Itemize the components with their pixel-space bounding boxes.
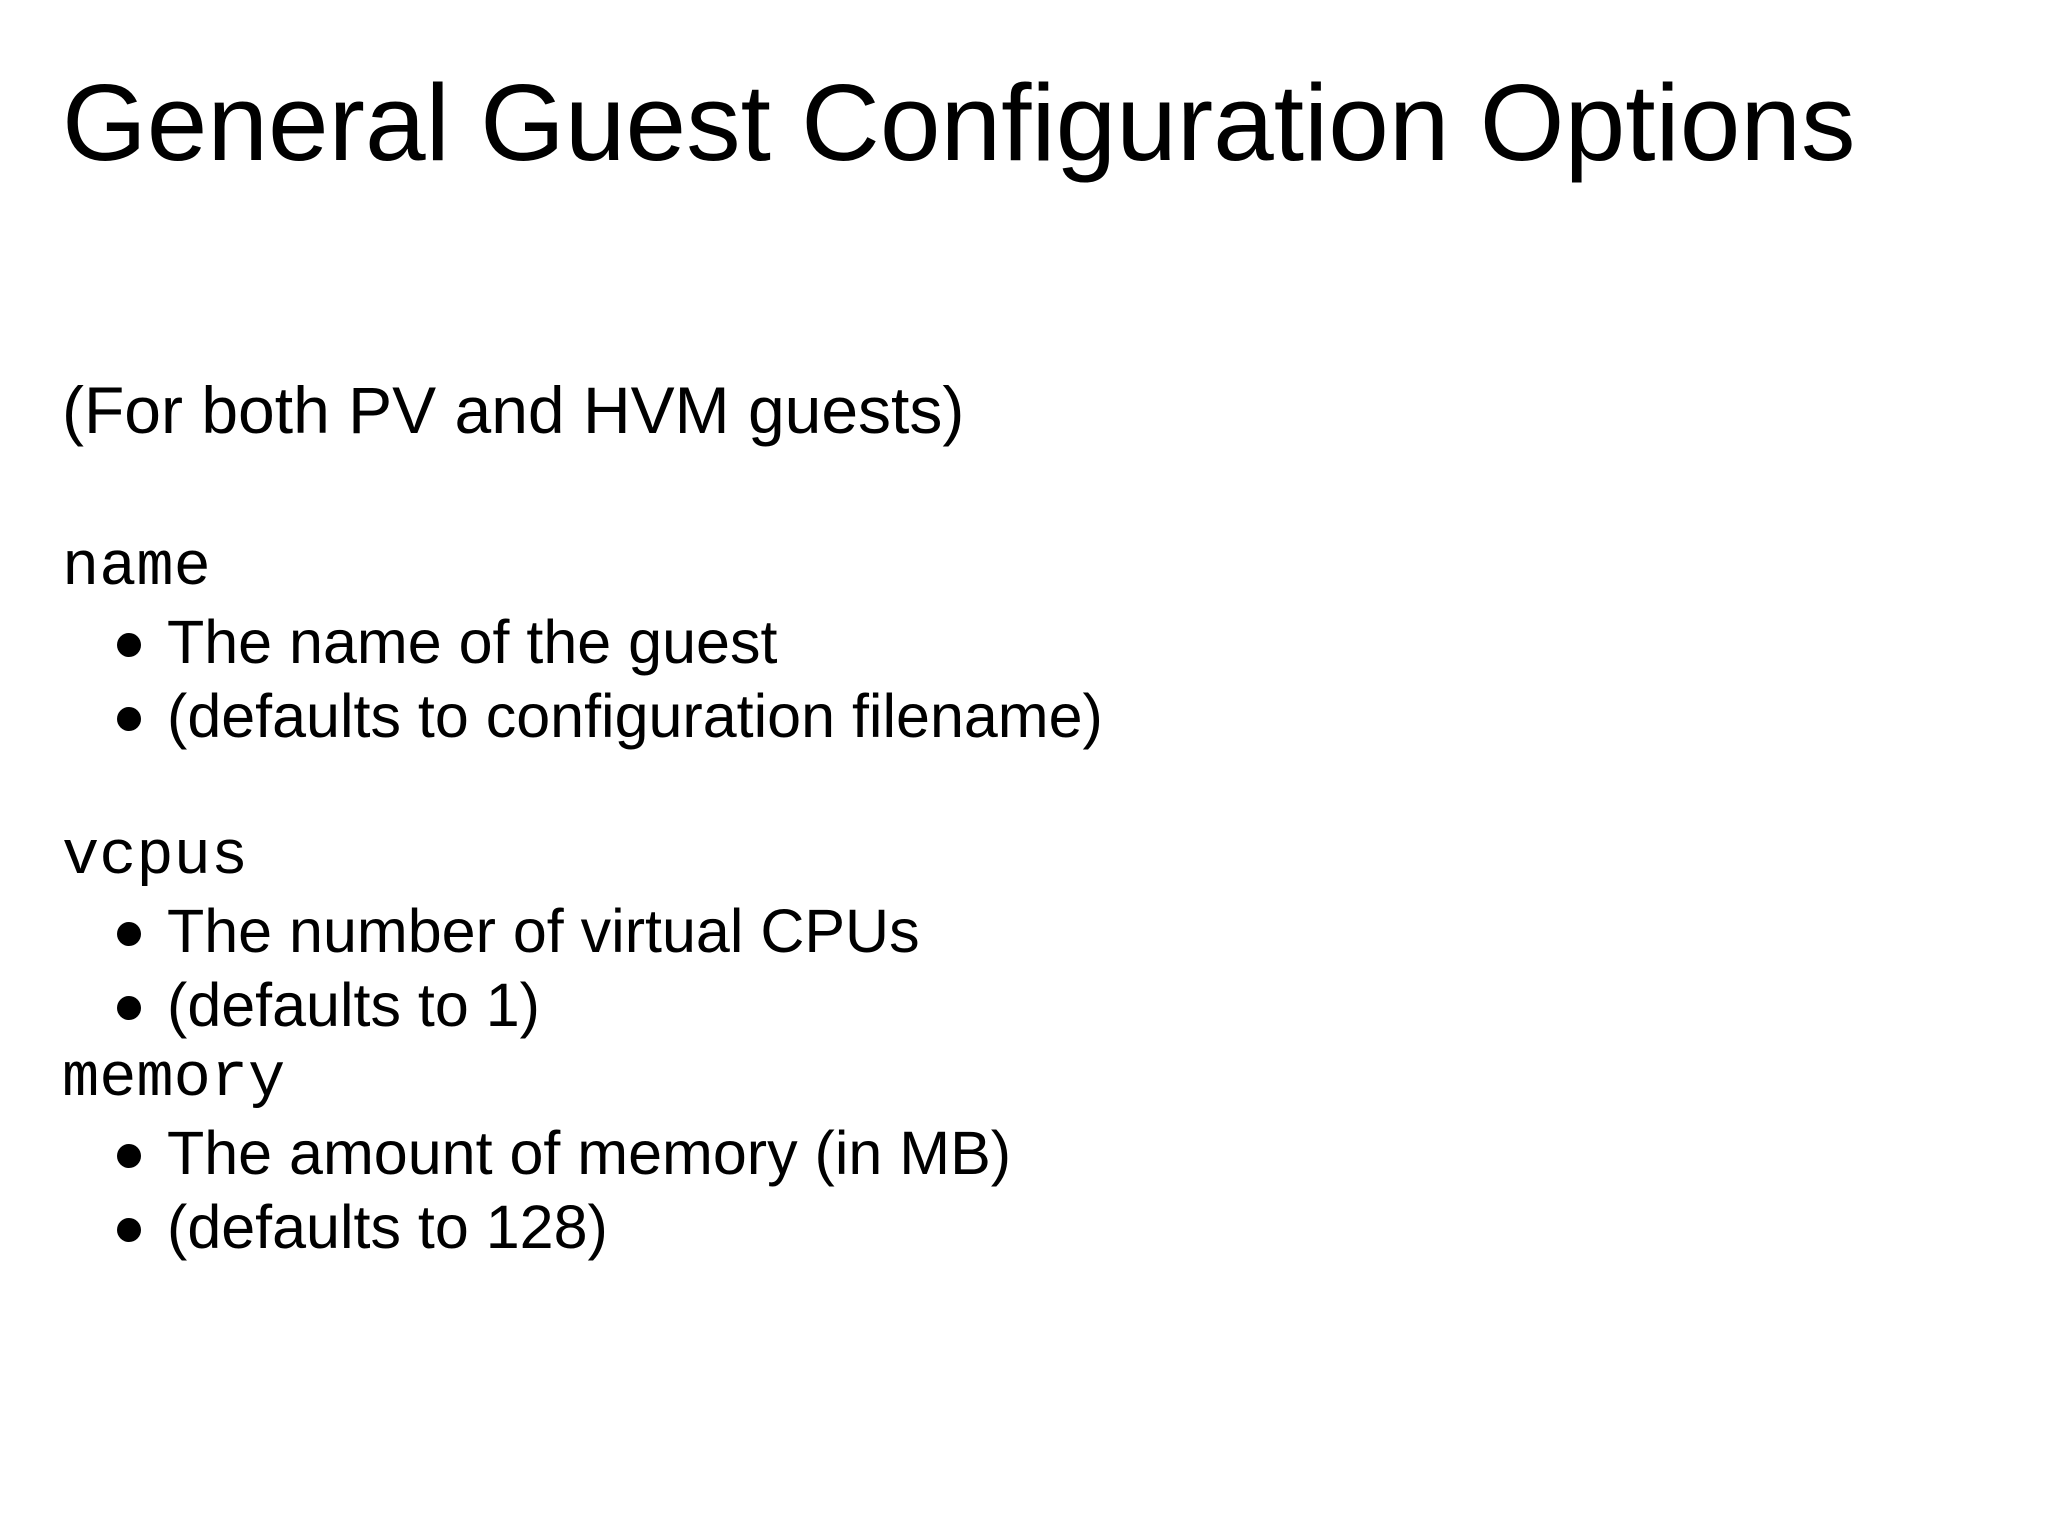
bullet-icon — [117, 1218, 141, 1242]
list-item: The amount of memory (in MB) — [62, 1116, 2048, 1190]
list-item: (defaults to configuration filename) — [62, 679, 2048, 753]
list-item: (defaults to 128) — [62, 1190, 2048, 1264]
list-item: The name of the guest — [62, 605, 2048, 679]
bullet-icon — [117, 1144, 141, 1168]
option-group-memory: memory The amount of memory (in MB) (def… — [62, 1042, 2048, 1264]
list-item: (defaults to 1) — [62, 968, 2048, 1042]
bullet-icon — [117, 633, 141, 657]
option-keyword-name: name — [62, 532, 211, 603]
option-group-vcpus: vcpus The number of virtual CPUs (defaul… — [62, 820, 2048, 1042]
option-keyword-memory: memory — [62, 1043, 286, 1114]
option-group-name: name The name of the guest (defaults to … — [62, 531, 2048, 753]
bullet-list: The name of the guest (defaults to confi… — [62, 605, 2048, 753]
bullet-text: (defaults to configuration filename) — [167, 682, 1103, 750]
bullet-text: (defaults to 128) — [167, 1193, 608, 1261]
bullet-text: (defaults to 1) — [167, 971, 540, 1039]
list-item: The number of virtual CPUs — [62, 894, 2048, 968]
bullet-list: The number of virtual CPUs (defaults to … — [62, 894, 2048, 1042]
bullet-text: The amount of memory (in MB) — [167, 1119, 1012, 1187]
bullet-icon — [117, 707, 141, 731]
bullet-icon — [117, 922, 141, 946]
slide-subtitle: (For both PV and HVM guests) — [62, 373, 965, 447]
bullet-list: The amount of memory (in MB) (defaults t… — [62, 1116, 2048, 1264]
bullet-icon — [117, 996, 141, 1020]
bullet-text: The number of virtual CPUs — [167, 897, 920, 965]
bullet-text: The name of the guest — [167, 608, 778, 676]
slide-title: General Guest Configuration Options — [62, 62, 1856, 184]
option-keyword-vcpus: vcpus — [62, 821, 249, 892]
